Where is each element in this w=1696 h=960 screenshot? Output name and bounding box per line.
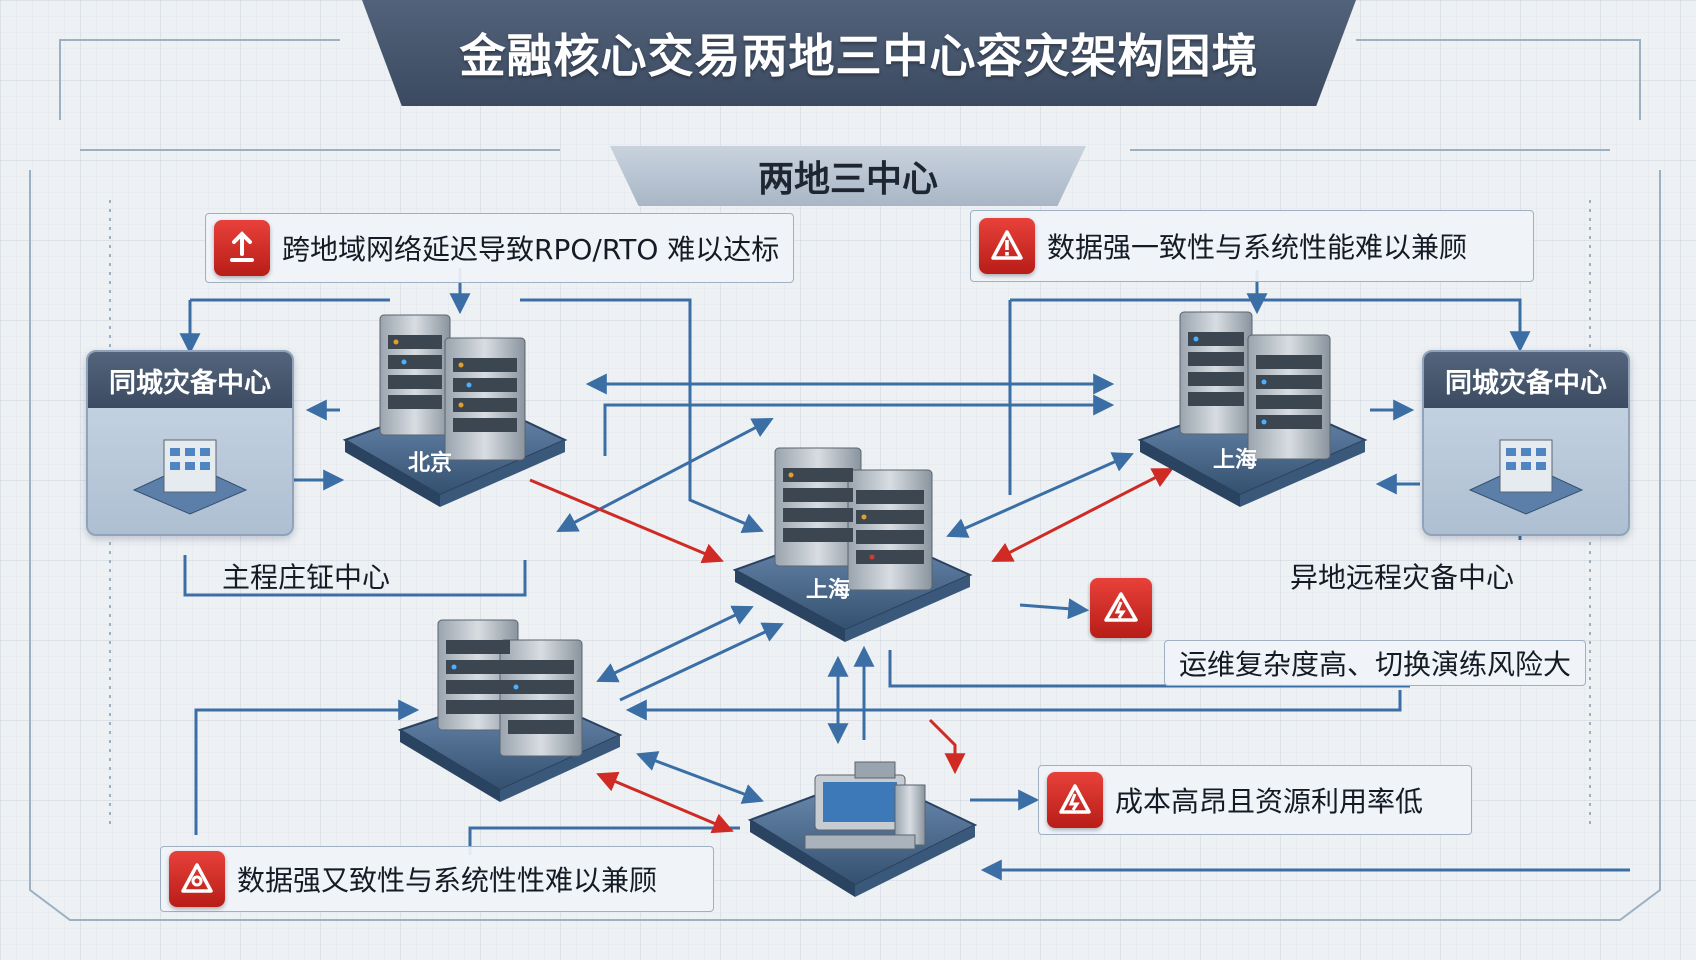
red-bj-sh bbox=[529, 478, 724, 564]
callout-consistency-bottom: 数据强又致性与系统性性难以兼顾 bbox=[160, 846, 714, 912]
callout-ops: 运维复杂度高、切换演练风险大 bbox=[1164, 640, 1587, 686]
link-top-shr bbox=[603, 394, 1115, 456]
link-main-label bbox=[183, 555, 527, 597]
alert-connectors bbox=[529, 468, 1174, 834]
callout-consistency-bottom-text: 数据强又致性与系统性性难以兼顾 bbox=[237, 864, 658, 897]
ops-warning-icon bbox=[1090, 578, 1152, 638]
warning-icon bbox=[979, 218, 1035, 274]
warning-icon bbox=[214, 220, 270, 276]
link-sh-bl-1 bbox=[596, 605, 754, 683]
subtitle-banner: 两地三中心 bbox=[610, 146, 1086, 206]
page-title: 金融核心交易两地三中心容灾架构困境 bbox=[459, 29, 1259, 83]
center-card-left: 同城灾备中心 bbox=[86, 350, 294, 536]
link-ops-sh bbox=[888, 650, 1410, 688]
building-icon bbox=[1468, 439, 1584, 515]
title-banner: 金融核心交易两地三中心容灾架构困境 bbox=[362, 0, 1356, 106]
workstation-node-bottom bbox=[747, 761, 978, 897]
server-node-beijing bbox=[342, 314, 568, 507]
center-card-right-title: 同城灾备中心 bbox=[1424, 352, 1628, 408]
link-top-center bbox=[520, 298, 764, 534]
callout-ops-text: 运维复杂度高、切换演练风险大 bbox=[1179, 648, 1572, 681]
link-ops-alert bbox=[1019, 598, 1090, 620]
main-center-label: 主程庄钲中心 bbox=[222, 561, 391, 594]
red-sh-cost bbox=[928, 718, 966, 775]
connectors bbox=[179, 268, 1630, 881]
node-label-shanghai-right: 上海 bbox=[1213, 447, 1257, 473]
callout-cost: 成本高昂且资源利用率低 bbox=[1038, 765, 1472, 835]
callout-consistency-text: 数据强一致性与系统性能难以兼顾 bbox=[1047, 231, 1468, 264]
link-bj-sh-1 bbox=[556, 418, 774, 532]
warning-icon bbox=[1047, 772, 1103, 828]
link-sh-bl-2 bbox=[619, 622, 784, 702]
center-card-right: 同城灾备中心 bbox=[1422, 350, 1630, 536]
callout-latency-text: 跨地域网络延迟导致RPO/RTO 难以达标 bbox=[282, 233, 780, 266]
link-left-bl bbox=[194, 699, 420, 835]
callout-latency: 跨地域网络延迟导致RPO/RTO 难以达标 bbox=[205, 213, 795, 283]
remote-center-label: 异地远程灾备中心 bbox=[1290, 561, 1515, 594]
link-bl-bottom bbox=[636, 751, 764, 804]
callout-consistency: 数据强一致性与系统性能难以兼顾 bbox=[970, 210, 1534, 282]
node-label-beijing: 北京 bbox=[408, 450, 452, 476]
link-ops-bl bbox=[625, 690, 1402, 721]
page-subtitle: 两地三中心 bbox=[757, 159, 938, 200]
server-node-shanghai-center bbox=[732, 447, 973, 642]
red-shr-sh bbox=[991, 468, 1174, 562]
warning-icon bbox=[169, 851, 225, 907]
center-card-left-title: 同城灾备中心 bbox=[88, 352, 292, 408]
building-icon bbox=[132, 439, 248, 515]
link-right-top bbox=[1010, 298, 1531, 353]
link-shr-sh bbox=[946, 452, 1134, 538]
server-node-bottom-left bbox=[397, 619, 623, 802]
callout-cost-text: 成本高昂且资源利用率低 bbox=[1115, 785, 1424, 818]
red-bl-bottom bbox=[596, 771, 734, 834]
node-label-shanghai-center: 上海 bbox=[806, 577, 850, 603]
server-node-shanghai-right bbox=[1137, 311, 1368, 507]
